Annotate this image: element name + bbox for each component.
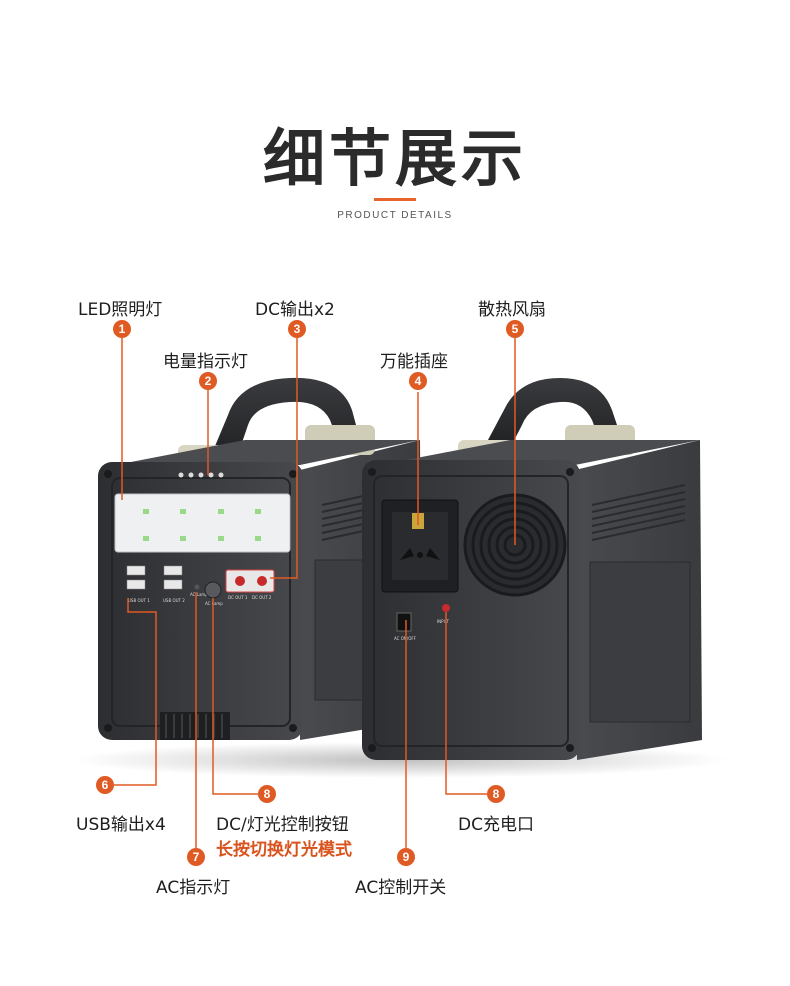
- label-cooling-fan: 散热风扇: [478, 300, 546, 320]
- svg-text:INPUT: INPUT: [437, 619, 450, 624]
- svg-text:AC Lamp: AC Lamp: [205, 601, 223, 606]
- label-battery-indicator: 电量指示灯: [163, 352, 248, 372]
- label-dc-light-button: DC/灯光控制按钮: [216, 815, 349, 835]
- badge-7: 7: [187, 848, 205, 866]
- right-unit: INPUT AC ON/OFF: [362, 378, 702, 760]
- callout-lines: [114, 338, 516, 848]
- badge-4: 4: [409, 372, 427, 390]
- label-dc-output: DC输出x2: [255, 300, 335, 320]
- svg-text:USB OUT 2: USB OUT 2: [163, 598, 185, 603]
- label-led-light: LED照明灯: [78, 300, 163, 320]
- page-subtitle: PRODUCT DETAILS: [337, 210, 453, 221]
- title-accent-bar: [374, 198, 416, 201]
- badge-3: 3: [288, 320, 306, 338]
- svg-text:USB OUT 1: USB OUT 1: [128, 598, 150, 603]
- label-ac-indicator: AC指示灯: [156, 878, 231, 898]
- label-ac-switch: AC控制开关: [355, 878, 447, 898]
- badge-6: 6: [96, 776, 114, 794]
- label-universal-socket: 万能插座: [380, 352, 448, 372]
- svg-text:AC Lamp: AC Lamp: [190, 592, 208, 597]
- badge-2: 2: [199, 372, 217, 390]
- label-dc-charge-port: DC充电口: [458, 815, 534, 835]
- svg-text:DC OUT 1: DC OUT 1: [228, 595, 248, 600]
- label-long-press-note: 长按切换灯光模式: [216, 840, 352, 860]
- badge-8-left: 8: [258, 785, 276, 803]
- badge-1: 1: [113, 320, 131, 338]
- badge-9: 9: [397, 848, 415, 866]
- page-title: 细节展示: [262, 122, 527, 195]
- svg-text:DC OUT 2: DC OUT 2: [252, 595, 272, 600]
- label-usb-output: USB输出x4: [76, 815, 166, 835]
- badge-8-right: 8: [487, 785, 505, 803]
- badge-5: 5: [506, 320, 524, 338]
